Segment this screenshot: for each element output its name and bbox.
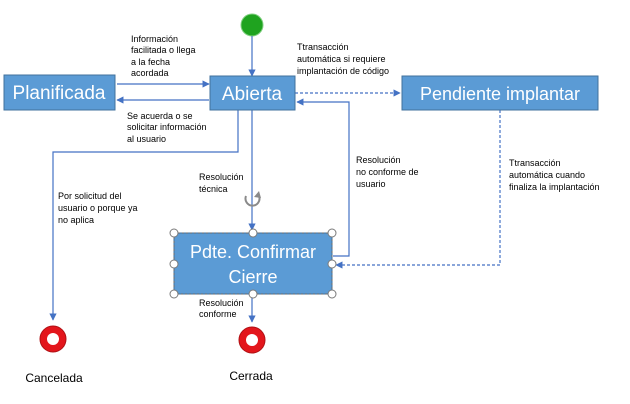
state-planificada: Planificada <box>3 74 116 111</box>
label-line: al usuario <box>127 134 166 144</box>
label-line: usuario o porque ya <box>58 203 138 213</box>
label-line: acordada <box>131 68 169 78</box>
label-line: automática cuando <box>509 170 585 180</box>
rotate-handle-icon[interactable] <box>244 191 262 207</box>
label-line: facilitada o llega <box>131 45 196 55</box>
state-pendiente-label: Pendiente implantar <box>420 84 580 104</box>
label-line: Resolución <box>356 155 401 165</box>
start-node <box>240 13 264 37</box>
state-abierta: Abierta <box>209 75 296 111</box>
resize-handle-tm[interactable] <box>248 228 258 238</box>
resize-handle-mr[interactable] <box>327 259 337 269</box>
resize-handle-tl[interactable] <box>169 228 179 238</box>
label-line: conforme <box>199 309 237 319</box>
label-line: no aplica <box>58 215 94 225</box>
state-planificada-label: Planificada <box>13 83 106 104</box>
edge-abierta-cancelada <box>49 110 239 321</box>
resize-handle-tr[interactable] <box>327 228 337 238</box>
resize-handle-br[interactable] <box>327 289 337 299</box>
label-por-solicitud: Por solicitud del usuario o porque ya no… <box>58 191 138 225</box>
label-line: no conforme de <box>356 167 419 177</box>
label-line: Información <box>131 34 178 44</box>
label-ttransaccion-1: Ttransacción automática si requiere impl… <box>297 42 389 76</box>
state-pdte-label-line2: Cierre <box>228 267 277 287</box>
resize-handle-ml[interactable] <box>169 259 179 269</box>
end-label-cancelada: Cancelada <box>25 371 83 385</box>
label-line: a la fecha <box>131 57 170 67</box>
label-line: Resolución <box>199 298 244 308</box>
label-line: Resolución <box>199 172 244 182</box>
label-resolucion-conforme: Resolución conforme <box>199 298 244 319</box>
label-resolucion-tecnica: Resolución técnica <box>199 172 244 194</box>
label-se-acuerda: Se acuerda o se solicitar información al… <box>127 111 207 144</box>
label-line: Por solicitud del <box>58 191 122 201</box>
edge-pendiente-pdte <box>335 110 501 269</box>
state-pendiente-implantar: Pendiente implantar <box>401 75 599 111</box>
end-label-cerrada: Cerrada <box>229 369 273 383</box>
selection-handles[interactable] <box>169 228 337 299</box>
label-line: Ttransacción <box>509 158 561 168</box>
end-node-cancelada <box>39 325 67 353</box>
resize-handle-bl[interactable] <box>169 289 179 299</box>
resize-handle-bm[interactable] <box>248 289 258 299</box>
label-line: automática si requiere <box>297 54 386 64</box>
label-line: técnica <box>199 184 228 194</box>
edge-pdte-abierta <box>296 98 350 257</box>
connectors <box>49 36 501 323</box>
end-node-cerrada <box>238 326 266 354</box>
label-line: Ttransacción <box>297 42 349 52</box>
label-info-facilitada: Información facilitada o llega a la fech… <box>131 34 196 78</box>
label-line: solicitar información <box>127 122 207 132</box>
state-pdte-confirmar-cierre[interactable]: Pdte. Confirmar Cierre <box>173 232 333 295</box>
state-abierta-label: Abierta <box>222 84 283 105</box>
label-ttransaccion-2: Ttransacción automática cuando finaliza … <box>509 158 600 192</box>
label-line: finaliza la implantación <box>509 182 600 192</box>
label-resolucion-no-conforme: Resolución no conforme de usuario <box>356 155 419 189</box>
state-pdte-label-line1: Pdte. Confirmar <box>190 242 316 262</box>
label-line: Se acuerda o se <box>127 111 193 121</box>
label-line: implantación de código <box>297 66 389 76</box>
label-line: usuario <box>356 179 386 189</box>
